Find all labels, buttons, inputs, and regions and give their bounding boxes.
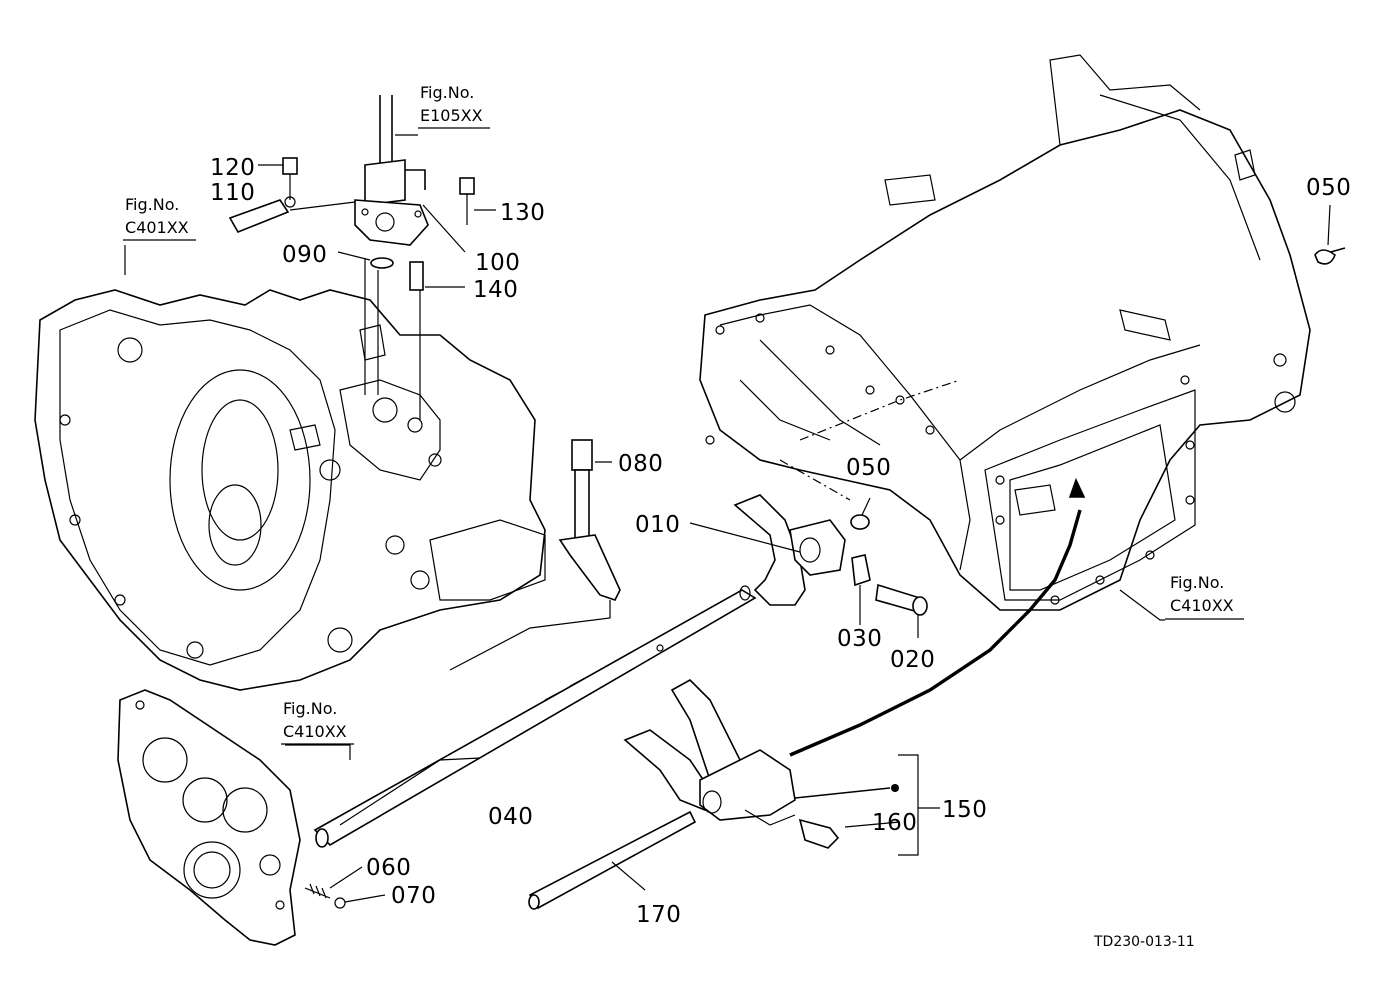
part-number-090: 090 bbox=[282, 242, 327, 268]
right-transmission-housing bbox=[699, 54, 1311, 611]
part-number-100: 100 bbox=[475, 250, 520, 276]
part-number-140: 140 bbox=[473, 277, 518, 303]
part-number-130: 130 bbox=[500, 200, 545, 226]
shift-arm-080 bbox=[449, 439, 621, 671]
shift-rod-040 bbox=[313, 585, 757, 848]
fig-ref-title: Fig.No. bbox=[283, 699, 337, 718]
part-number-150: 150 bbox=[942, 797, 987, 823]
fig-ref-c410xx-left: Fig.No. C410XX bbox=[281, 699, 354, 745]
part-number-050-center: 050 bbox=[846, 455, 891, 481]
fig-ref-code: C410XX bbox=[1170, 596, 1234, 615]
part-number-010: 010 bbox=[635, 512, 680, 538]
front-cover bbox=[117, 689, 346, 946]
fig-ref-e105xx: Fig.No. E105XX bbox=[418, 83, 490, 129]
fig-ref-title: Fig.No. bbox=[420, 83, 474, 102]
fig-ref-code: C401XX bbox=[125, 218, 189, 237]
fig-ref-title: Fig.No. bbox=[1170, 573, 1224, 592]
part-number-120: 120 bbox=[210, 155, 255, 181]
part-number-110: 110 bbox=[210, 180, 255, 206]
part-number-040: 040 bbox=[488, 804, 533, 830]
drawing-code: TD230-013-11 bbox=[1093, 934, 1195, 950]
part-number-020: 020 bbox=[890, 647, 935, 673]
part-number-030: 030 bbox=[837, 626, 882, 652]
fig-ref-title: Fig.No. bbox=[125, 195, 179, 214]
part-number-050-right: 050 bbox=[1306, 175, 1351, 201]
rod-170 bbox=[528, 810, 697, 910]
left-transmission-housing bbox=[34, 289, 546, 691]
fig-ref-code: E105XX bbox=[420, 106, 483, 125]
fig-ref-c401xx: Fig.No. C401XX bbox=[123, 195, 196, 241]
part-number-070: 070 bbox=[391, 883, 436, 909]
shift-fork-assembly-150 bbox=[623, 477, 1086, 849]
part-number-060: 060 bbox=[366, 855, 411, 881]
shift-fork-010 bbox=[733, 247, 1346, 616]
part-number-170: 170 bbox=[636, 902, 681, 928]
fig-ref-code: C410XX bbox=[283, 722, 347, 741]
fig-ref-c410xx-right: Fig.No. C410XX bbox=[1165, 573, 1244, 620]
leader-lines bbox=[124, 134, 1331, 903]
part-number-160: 160 bbox=[872, 810, 917, 836]
shift-lever-assembly bbox=[228, 95, 475, 420]
part-number-080: 080 bbox=[618, 451, 663, 477]
